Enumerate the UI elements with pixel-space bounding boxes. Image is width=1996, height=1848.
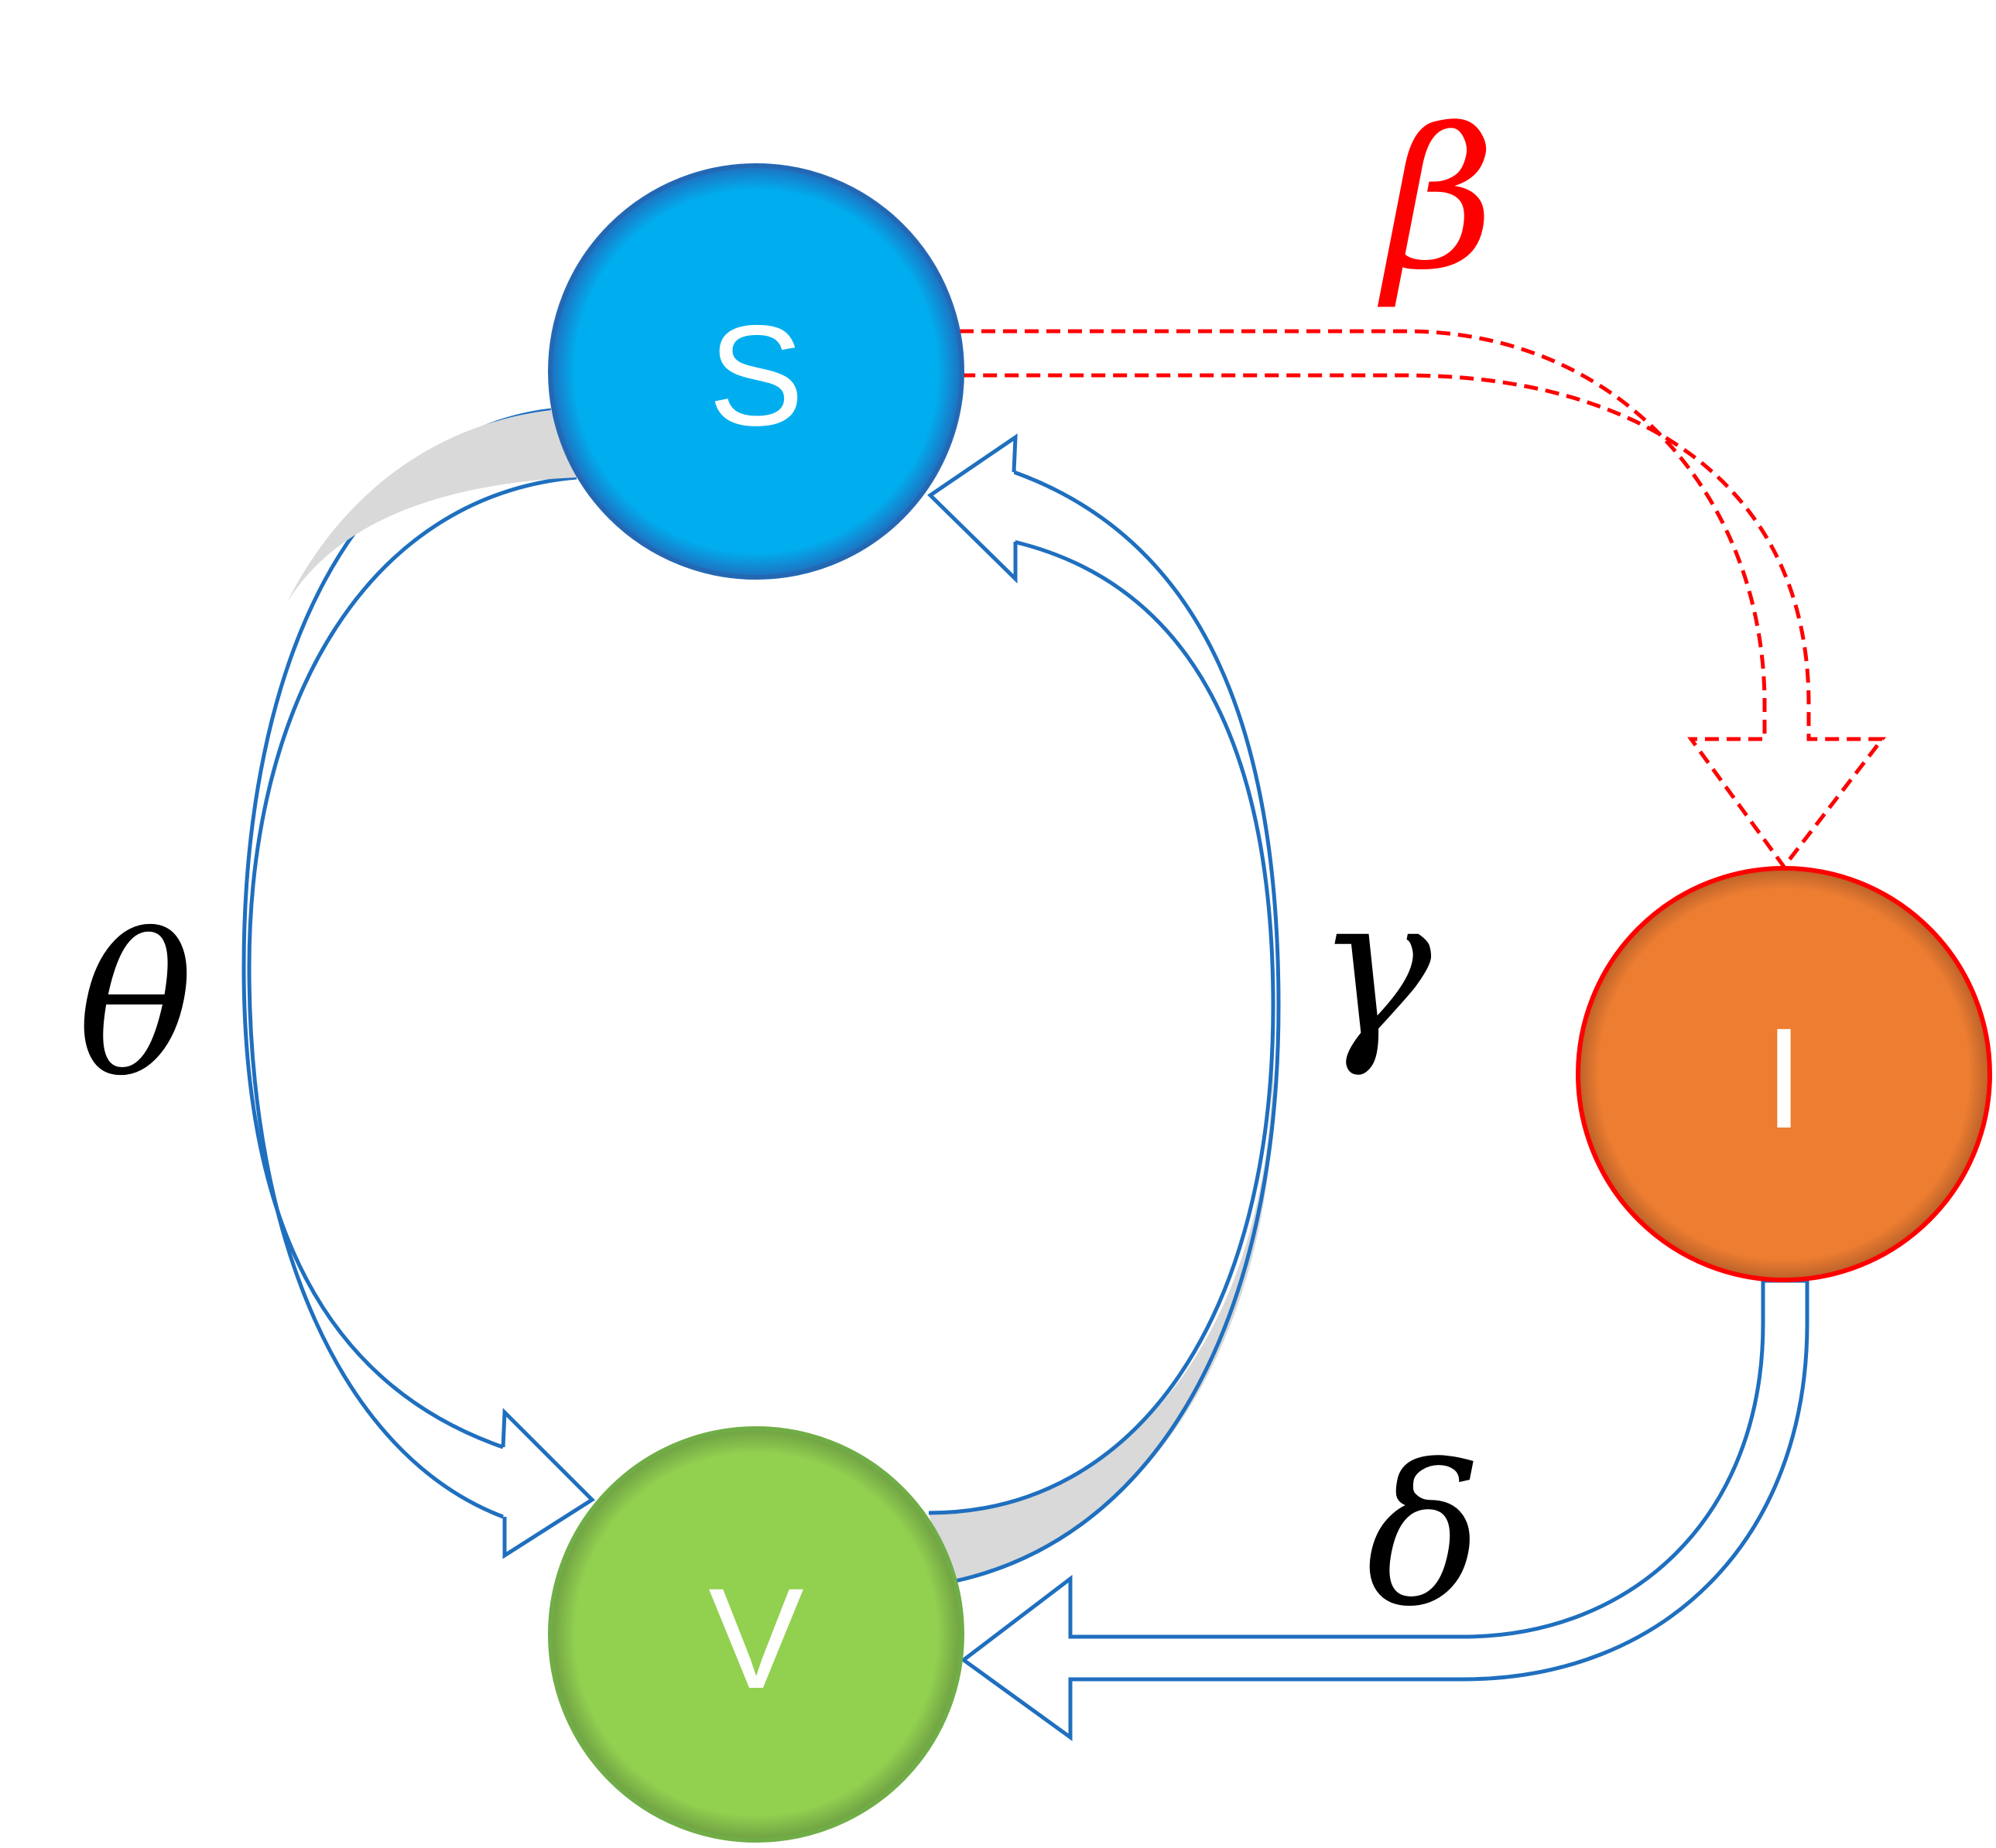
theta-arrow-band (242, 410, 577, 1517)
gamma-arrow-inner-edge (928, 539, 1275, 1515)
gamma-arrow-head (927, 433, 1018, 583)
theta-arrow-head (501, 1408, 595, 1559)
node-i-label: I (1764, 999, 1803, 1158)
gamma-arrow (927, 433, 1281, 1585)
node-i: I (1576, 866, 1992, 1282)
gamma-arrow-outer-edge (947, 470, 1281, 1585)
delta-arrow (960, 1278, 1809, 1741)
node-i-circle (1576, 866, 1992, 1282)
node-s-label: S (708, 296, 803, 456)
delta-label: δ (1366, 1424, 1483, 1649)
gamma-label: γ (1316, 855, 1432, 1080)
gamma-arrow-band-shade (929, 1060, 1274, 1583)
node-v: V (548, 1426, 964, 1843)
node-s-circle (548, 163, 964, 580)
node-v-label: V (708, 1559, 803, 1719)
delta-arrow-outline (960, 1278, 1809, 1741)
theta-arrow-inner-edge (247, 475, 577, 1519)
theta-label: θ (77, 894, 194, 1119)
theta-arrow-band-shade (286, 410, 577, 604)
beta-label: β (1378, 87, 1496, 313)
theta-arrow (241, 408, 595, 1559)
beta-arrow (960, 329, 1887, 871)
node-v-circle (548, 1426, 964, 1843)
node-s: S (548, 163, 964, 580)
beta-arrow-outline (960, 329, 1887, 871)
